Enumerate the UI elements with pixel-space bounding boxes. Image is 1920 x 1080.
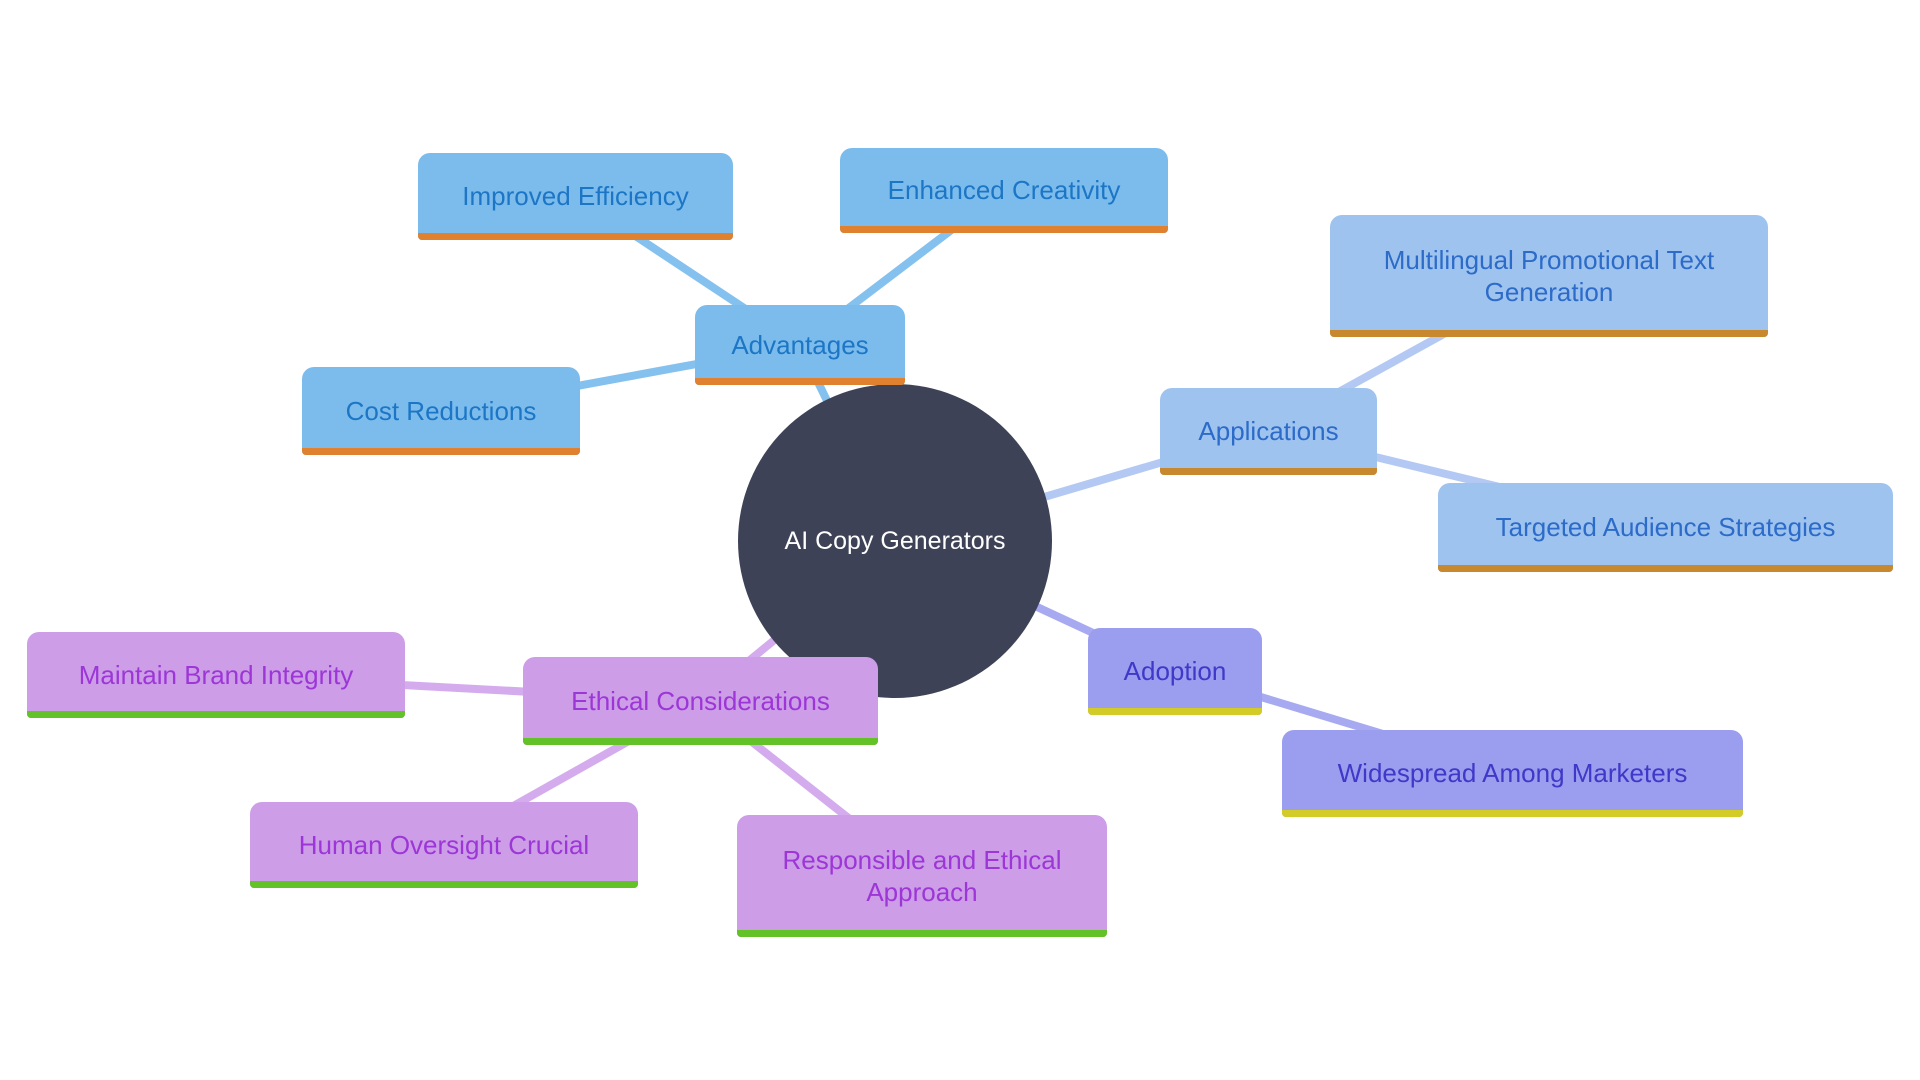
node-ethical[interactable]: Ethical Considerations (523, 657, 878, 745)
node-widespread-label: Widespread Among Marketers (1337, 758, 1688, 789)
node-center[interactable]: AI Copy Generators (738, 384, 1052, 698)
node-responsible-label: Responsible and Ethical Approach (782, 844, 1062, 908)
node-multilingual-label: Multilingual Promotional Text Generation (1383, 244, 1715, 308)
node-adoption[interactable]: Adoption (1088, 628, 1262, 715)
node-cost-reductions[interactable]: Cost Reductions (302, 367, 580, 455)
node-enhanced-creativity[interactable]: Enhanced Creativity (840, 148, 1168, 233)
node-enhanced-creativity-label: Enhanced Creativity (887, 175, 1121, 206)
node-improved-efficiency-label: Improved Efficiency (462, 181, 689, 212)
node-brand-integrity-label: Maintain Brand Integrity (78, 659, 354, 690)
node-advantages-label: Advantages (731, 329, 869, 360)
node-targeted-label: Targeted Audience Strategies (1495, 512, 1836, 543)
node-human-oversight-label: Human Oversight Crucial (298, 829, 590, 860)
node-applications[interactable]: Applications (1160, 388, 1377, 475)
node-cost-reductions-label: Cost Reductions (345, 395, 537, 426)
node-ethical-label: Ethical Considerations (571, 685, 830, 716)
node-multilingual[interactable]: Multilingual Promotional Text Generation (1330, 215, 1768, 337)
node-widespread[interactable]: Widespread Among Marketers (1282, 730, 1743, 817)
node-improved-efficiency[interactable]: Improved Efficiency (418, 153, 733, 240)
node-human-oversight[interactable]: Human Oversight Crucial (250, 802, 638, 888)
node-responsible[interactable]: Responsible and Ethical Approach (737, 815, 1107, 937)
node-applications-label: Applications (1198, 416, 1339, 447)
node-adoption-label: Adoption (1123, 656, 1227, 687)
node-center-label: AI Copy Generators (784, 526, 1006, 555)
node-brand-integrity[interactable]: Maintain Brand Integrity (27, 632, 405, 718)
node-advantages[interactable]: Advantages (695, 305, 905, 385)
node-targeted[interactable]: Targeted Audience Strategies (1438, 483, 1893, 572)
